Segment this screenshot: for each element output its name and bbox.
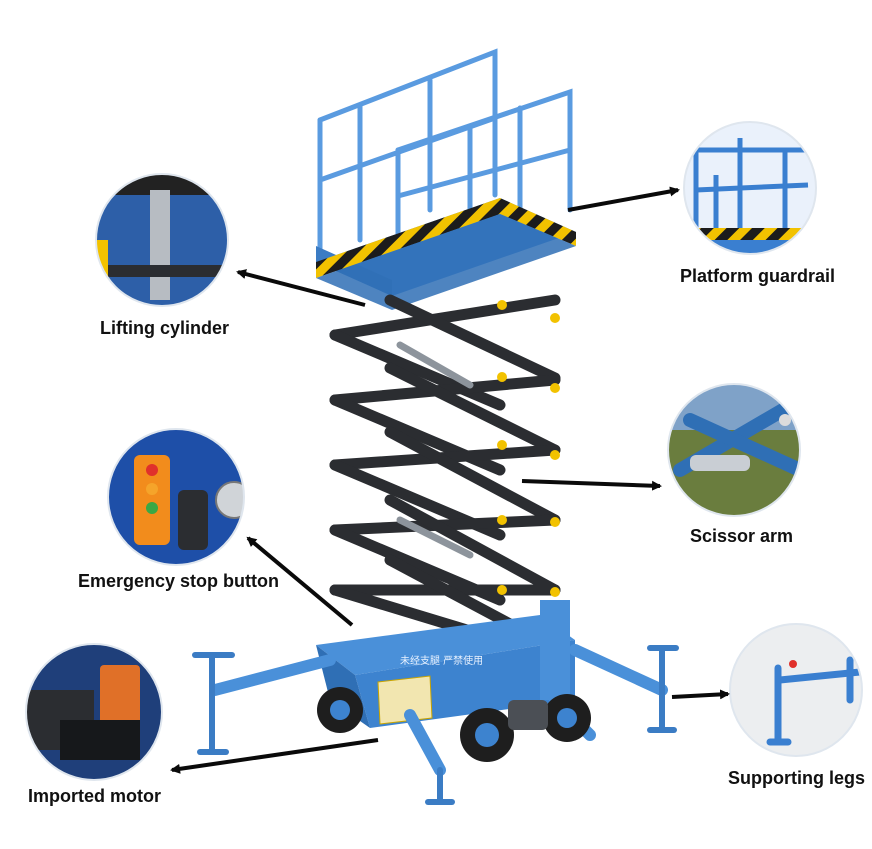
arrow-emergency-stop bbox=[246, 536, 354, 627]
label-scissor-arm: Scissor arm bbox=[690, 526, 794, 546]
label-lifting-cylinder: Lifting cylinder bbox=[100, 318, 230, 338]
scissor-lift: 未经支腿 严禁使用 bbox=[192, 48, 679, 805]
platform-guardrail-main bbox=[317, 48, 573, 253]
label-emergency-stop-button: Emergency stop button bbox=[78, 571, 280, 591]
scissor-arms bbox=[329, 294, 561, 646]
arrow-lifting-cylinder bbox=[236, 269, 366, 307]
wheels bbox=[317, 687, 591, 762]
base-sign-text: 未经支腿 严禁使用 bbox=[400, 654, 483, 667]
detail-platform-guardrail bbox=[684, 122, 816, 254]
hydraulic-cylinders bbox=[396, 341, 474, 559]
label-imported-motor: Imported motor bbox=[28, 786, 161, 806]
outrigger-feet bbox=[192, 645, 679, 805]
label-supporting-legs: Supporting legs bbox=[728, 768, 865, 788]
motor-housing bbox=[508, 700, 548, 730]
arrow-supporting-legs bbox=[671, 689, 730, 700]
arrow-scissor-arm bbox=[521, 479, 662, 491]
detail-scissor-arm bbox=[668, 384, 800, 516]
scissor-pins bbox=[497, 300, 560, 597]
arrow-platform-guardrail bbox=[567, 186, 680, 212]
detail-lifting-cylinder bbox=[96, 174, 228, 306]
callout-arrows bbox=[170, 186, 730, 774]
detail-supporting-legs bbox=[730, 624, 862, 756]
detail-imported-motor bbox=[26, 644, 162, 780]
label-platform-guardrail: Platform guardrail bbox=[680, 266, 836, 286]
platform-deck bbox=[316, 198, 576, 310]
detail-emergency-stop bbox=[108, 429, 244, 565]
arrow-imported-motor bbox=[170, 738, 379, 774]
